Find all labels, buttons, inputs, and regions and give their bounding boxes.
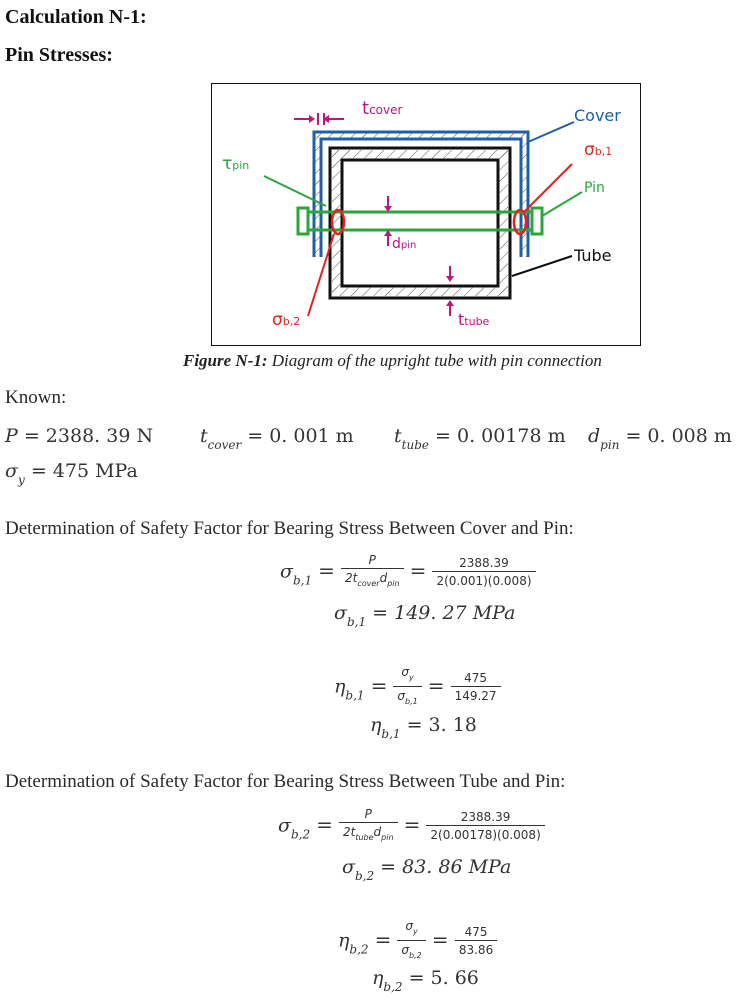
pin-connection-diagram [263, 113, 583, 317]
d-pin-label: dpin [392, 236, 417, 252]
cover-label: Cover [574, 106, 621, 125]
bearing-region-right [512, 208, 528, 236]
calculation-heading: Calculation N-1: [5, 6, 147, 28]
section1-title: Determination of Safety Factor for Beari… [5, 518, 574, 539]
caption-label: Figure N-1: [183, 351, 268, 370]
tube-outer [328, 146, 512, 300]
sigma-b1-leader [523, 163, 573, 213]
eta-b1-result: ηb,1 = 3. 18 [370, 714, 477, 741]
sigma-b2-label: σb,2 [272, 310, 301, 330]
figure-caption: Figure N-1: Diagram of the upright tube … [183, 351, 602, 371]
known-t-cover: tcover = 0. 001 m [200, 425, 354, 452]
caption-text: Diagram of the upright tube with pin con… [271, 351, 602, 370]
sigma-b2-result: σb,2 = 83. 86 MPa [342, 856, 512, 883]
eta-b2-result: ηb,2 = 5. 66 [372, 967, 479, 994]
known-p: P = 2388. 39 N [5, 425, 154, 447]
cover-outer-line [312, 130, 530, 257]
tube-inner [340, 158, 500, 288]
t-tube-label: ttube [458, 310, 490, 329]
figure-frame: tcover Cover σb,1 Pin τpin dpin Tube σb,… [211, 83, 641, 346]
sigma-b1-label: σb,1 [584, 140, 613, 160]
pin-stresses-heading: Pin Stresses: [5, 44, 113, 66]
tau-leader [263, 175, 327, 207]
pin-leader [541, 191, 583, 217]
pin-label: Pin [584, 180, 605, 196]
t-cover-label: tcover [362, 98, 403, 119]
sigma-b2-leader [307, 233, 335, 317]
bearing-region-left [330, 208, 346, 236]
known-d-pin: dpin = 0. 008 m [588, 425, 732, 452]
sigma-b1-result: σb,1 = 149. 27 MPa [334, 602, 516, 629]
section2-title: Determination of Safety Factor for Beari… [5, 771, 566, 792]
tau-pin-label: τpin [222, 154, 250, 174]
known-sigma-y: σy = 475 MPa [5, 460, 138, 487]
cover-inner-line [319, 137, 523, 257]
known-label: Known: [5, 387, 67, 408]
tube-label: Tube [574, 246, 612, 265]
cover-leader [527, 121, 575, 143]
tube-leader [511, 255, 573, 277]
known-t-tube: ttube = 0. 00178 m [394, 425, 566, 452]
pin-head-right [530, 206, 544, 236]
pin-head-left [296, 206, 310, 236]
